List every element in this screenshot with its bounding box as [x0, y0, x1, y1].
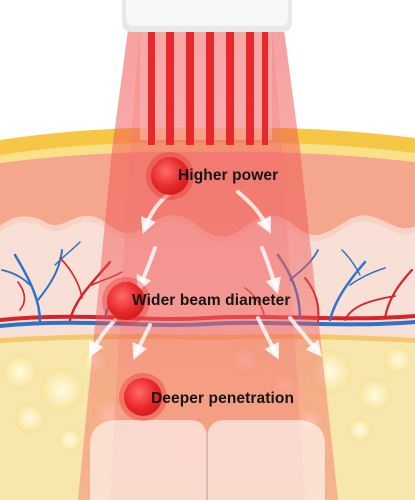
label-deeper-penetration: Deeper penetration — [151, 390, 295, 407]
device-base-icon — [90, 420, 325, 500]
laser-rays — [140, 30, 272, 145]
laser-handpiece-icon — [122, 0, 292, 32]
beam-core — [110, 30, 305, 500]
label-higher-power: Higher power — [178, 167, 279, 184]
red-dot-icon — [102, 152, 194, 421]
label-wider-beam-diameter: Wider beam diameter — [132, 292, 291, 309]
white-arrow-icon — [89, 190, 322, 360]
